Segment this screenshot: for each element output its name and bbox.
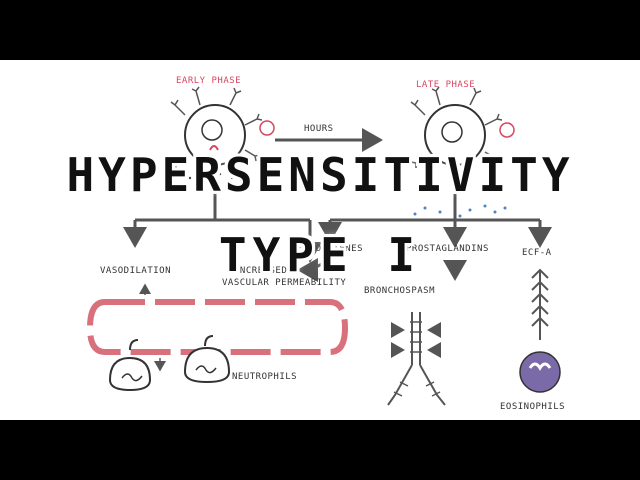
early-phase-label: EARLY PHASE bbox=[176, 76, 242, 86]
eosinophil-icon bbox=[519, 351, 561, 393]
leukotrienes-label: LEUKOTRIENES bbox=[292, 244, 364, 254]
letterbox-bottom bbox=[0, 420, 640, 480]
late-mast-cell-icon bbox=[410, 86, 515, 218]
neutrophils-label: NEUTROPHILS bbox=[232, 372, 298, 382]
diagram-canvas: EARLY PHASE LATE PHASE HOURS VASODILATIO… bbox=[0, 60, 640, 420]
early-mast-cell-icon bbox=[170, 86, 275, 180]
eosinophils-label: EOSINOPHILS bbox=[500, 402, 566, 412]
increased-label: INCREASED bbox=[234, 266, 288, 276]
prostaglandins-label: PROSTAGLANDINS bbox=[406, 244, 489, 254]
early-branch-arrows bbox=[123, 170, 322, 263]
late-branch-arrows bbox=[297, 170, 552, 282]
letterbox-top bbox=[0, 0, 640, 60]
vascular-permeability-label: VASCULAR PERMEABILITY bbox=[222, 278, 347, 288]
ecf-a-label: ECF-A bbox=[522, 248, 552, 258]
vasodilation-label: VASODILATION bbox=[100, 266, 172, 276]
late-phase-label: LATE PHASE bbox=[416, 80, 476, 90]
title-line-2: TYPE I bbox=[218, 228, 422, 282]
ecf-a-gradient-icon bbox=[531, 268, 549, 340]
blood-vessel-icon bbox=[86, 283, 349, 372]
hours-label: HOURS bbox=[304, 124, 334, 134]
diagram-drawing bbox=[86, 86, 561, 406]
bronchial-tree-icon bbox=[387, 312, 446, 406]
title-line-1: HYPERSENSITIVITY bbox=[66, 148, 574, 202]
bronchospasm-label: BRONCHOSPASM bbox=[364, 286, 436, 296]
neutrophil-icon bbox=[108, 335, 231, 392]
